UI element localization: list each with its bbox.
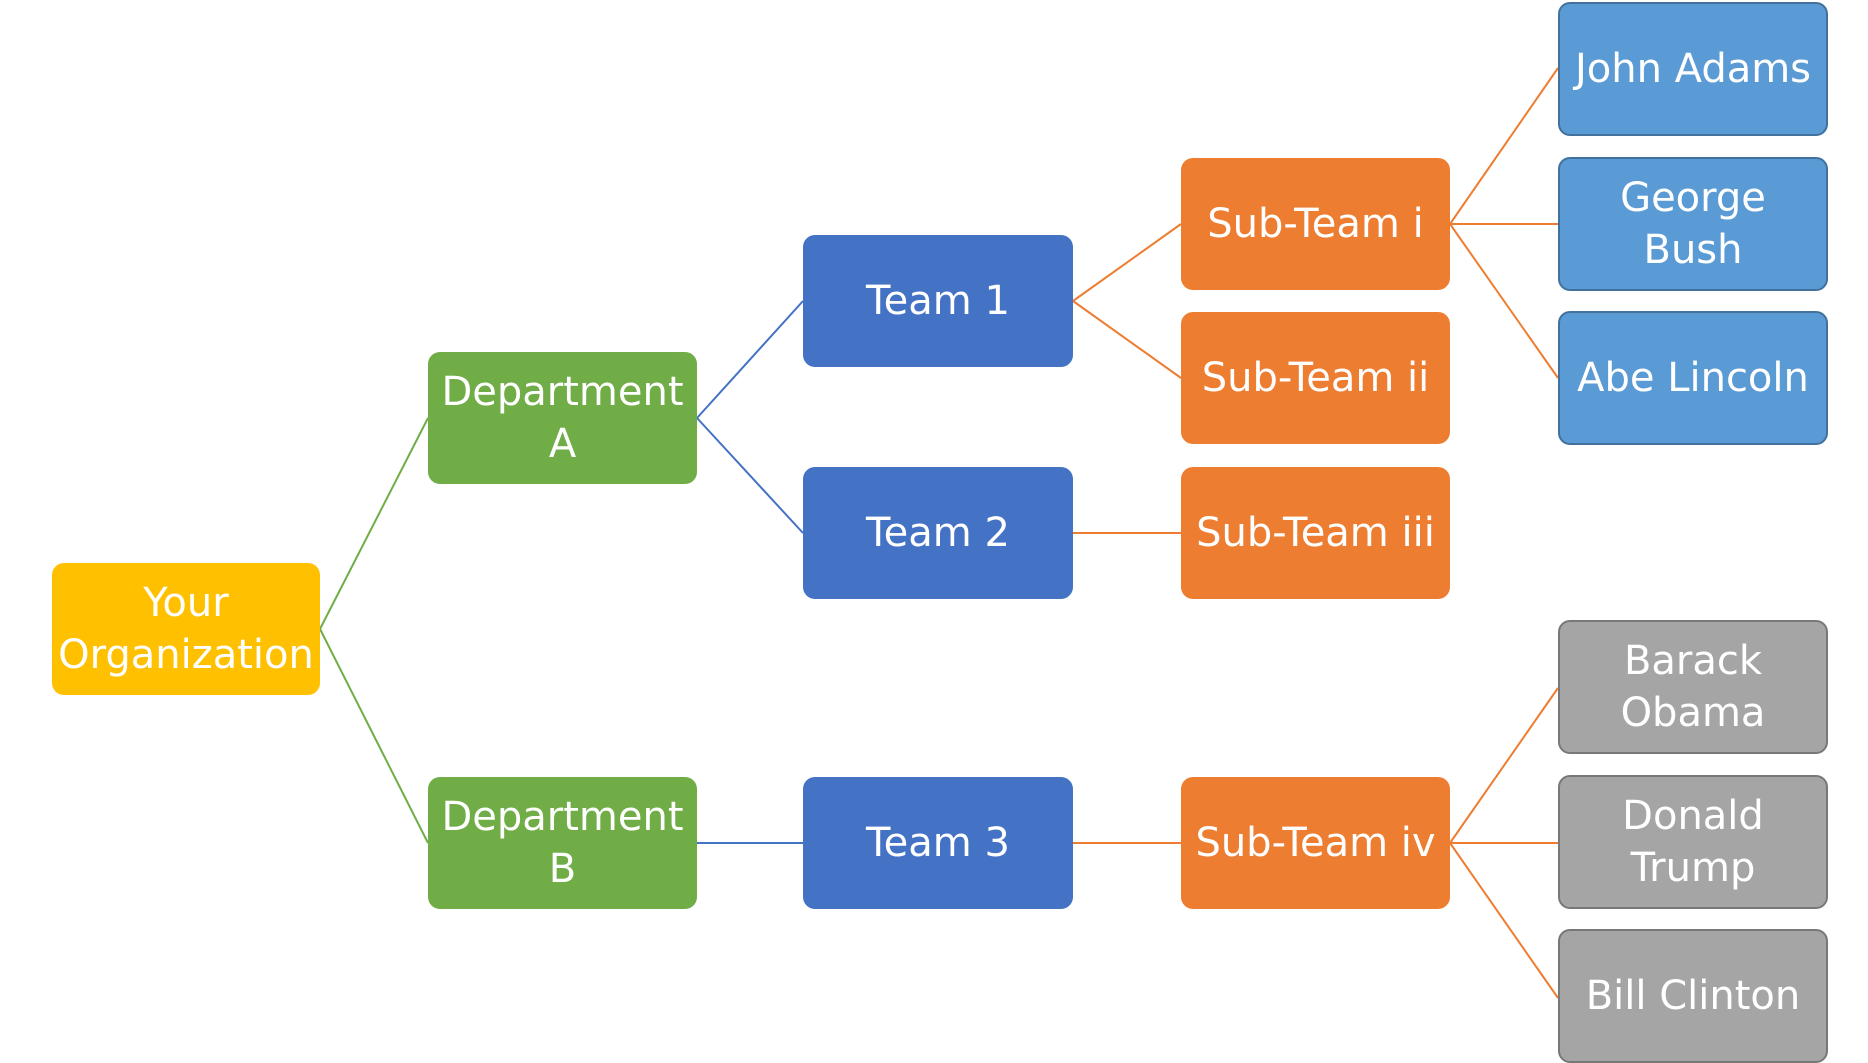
- node-sub-team-i: Sub-Team i: [1181, 158, 1450, 290]
- node-member-george-bush: George Bush: [1558, 157, 1828, 291]
- connector-dept-a-team-1: [696, 300, 804, 419]
- node-member-bill-clinton: Bill Clinton: [1558, 929, 1828, 1063]
- node-member-abe-lincoln: Abe Lincoln: [1558, 311, 1828, 445]
- node-team-3: Team 3: [803, 777, 1073, 909]
- connector-sub-i-john-adams: [1449, 67, 1559, 225]
- node-team-1: Team 1: [803, 235, 1073, 367]
- connector-sub-i-abe-lincoln: [1449, 223, 1559, 379]
- connector-team-1-sub-i: [1072, 223, 1182, 302]
- connector-team-1-sub-ii: [1072, 300, 1182, 379]
- connector-root-dept-b: [319, 628, 429, 844]
- node-member-john-adams: John Adams: [1558, 2, 1828, 136]
- connector-sub-iv-barack-obama: [1449, 687, 1559, 844]
- node-sub-team-iv: Sub-Team iv: [1181, 777, 1450, 909]
- connector-dept-a-team-2: [696, 417, 804, 534]
- node-member-donald-trump: Donald Trump: [1558, 775, 1828, 909]
- node-sub-team-ii: Sub-Team ii: [1181, 312, 1450, 444]
- node-member-barack-obama: Barack Obama: [1558, 620, 1828, 754]
- node-team-2: Team 2: [803, 467, 1073, 599]
- node-your-organization: Your Organization: [52, 563, 320, 695]
- node-department-b: Department B: [428, 777, 697, 909]
- connector-sub-iv-bill-clinton: [1449, 842, 1559, 999]
- connector-root-dept-a: [319, 417, 429, 630]
- node-department-a: Department A: [428, 352, 697, 484]
- node-sub-team-iii: Sub-Team iii: [1181, 467, 1450, 599]
